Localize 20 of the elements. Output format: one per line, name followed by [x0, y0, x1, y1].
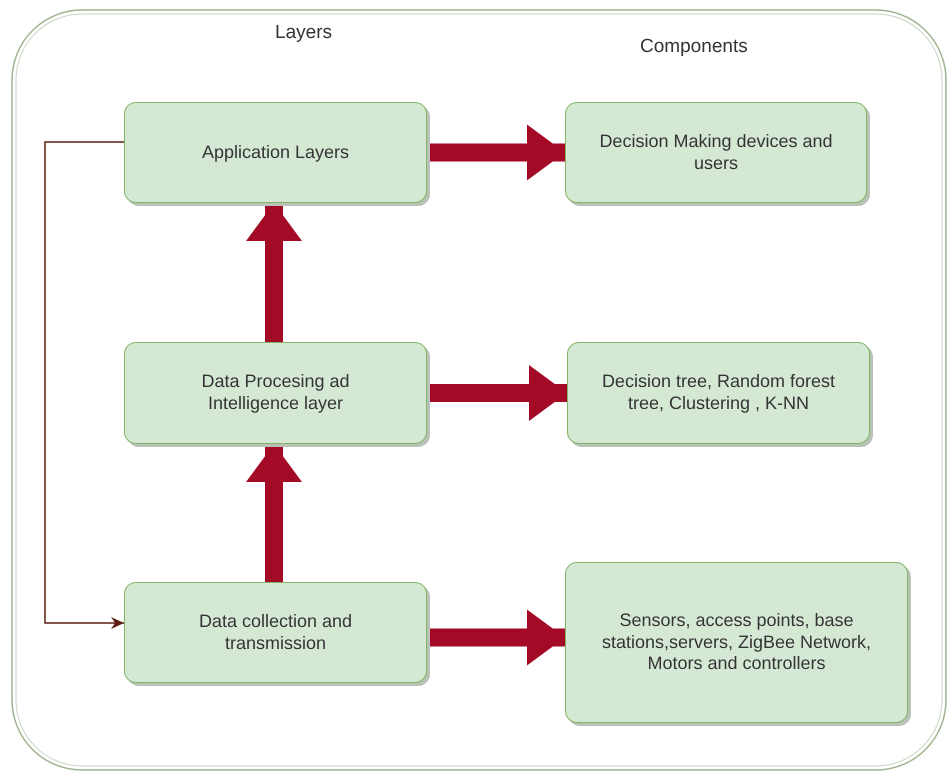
process-box: [124, 582, 427, 683]
box-text: Decision tree, Random forest tree, Clustering , K-NN: [600, 371, 836, 415]
box-text: Data collection and transmission: [198, 610, 354, 654]
block-arrow: [246, 203, 302, 342]
column-heading: Layers: [275, 22, 332, 44]
block-arrow: [246, 444, 302, 582]
column-heading: Components: [640, 36, 748, 58]
process-box: [567, 342, 870, 444]
process-box: [565, 562, 908, 723]
process-box: [124, 102, 427, 203]
block-arrow: [427, 610, 565, 666]
block-arrow: [427, 124, 565, 180]
block-arrow: [427, 365, 567, 421]
process-box: [565, 102, 867, 203]
process-box: [124, 342, 427, 444]
box-text: Application Layers: [202, 142, 350, 164]
box-text: Data Procesing ad Intelligence layer: [200, 371, 351, 415]
box-text: Decision Making devices and users: [598, 130, 834, 174]
connector-arrow: [44, 141, 124, 629]
box-text: Sensors, access points, base stations,servers, ZigBee Network, Motors and controllers: [600, 610, 872, 675]
